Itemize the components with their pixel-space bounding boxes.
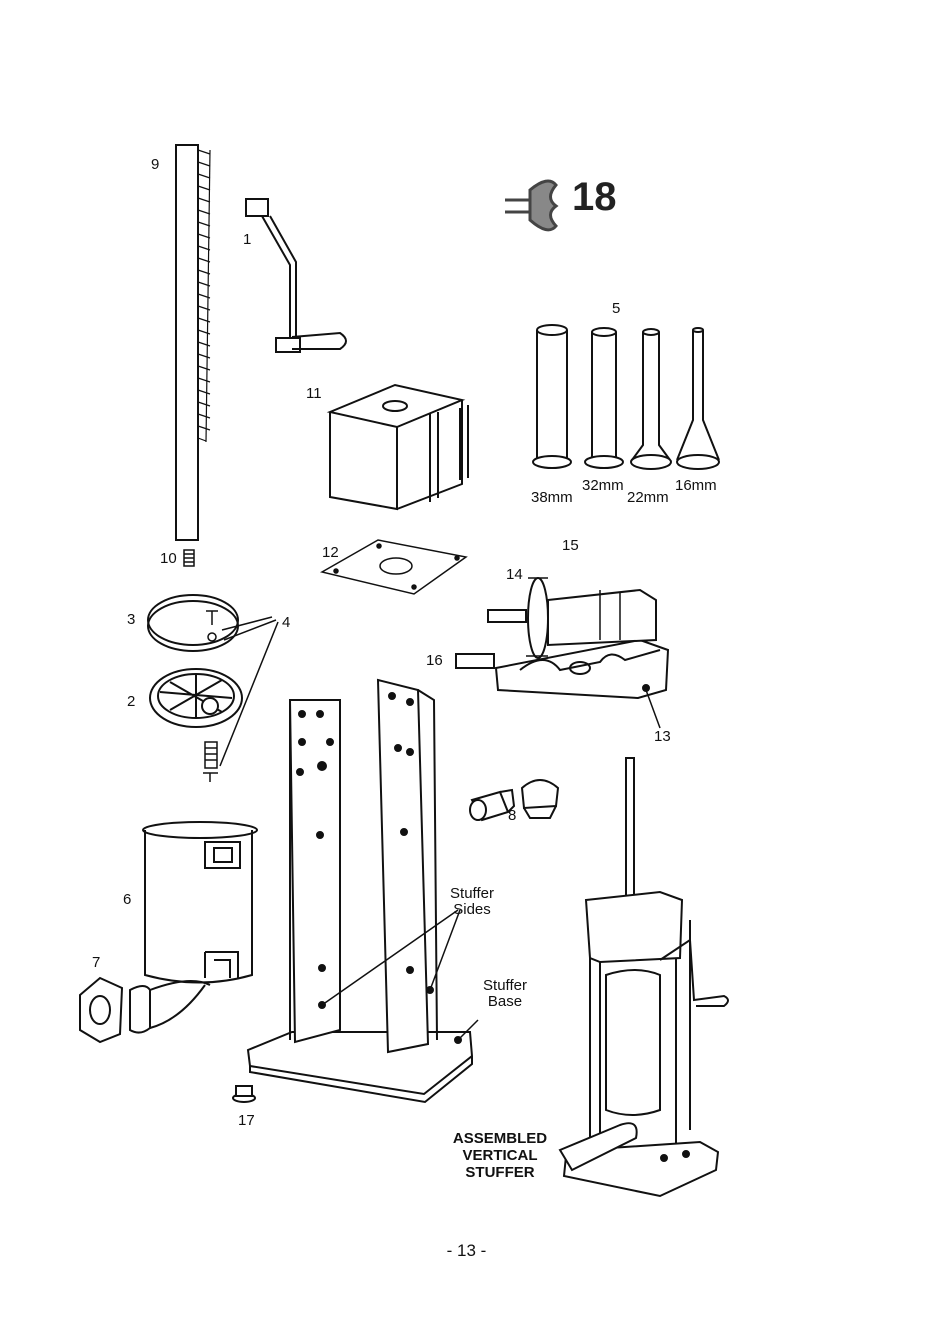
tube-size-38mm: 38mm [531,490,573,505]
label-part-16: 16 [426,653,443,668]
label-part-13: 13 [654,729,671,744]
part-17-foot [233,1086,255,1102]
part-6-cylinder [143,822,257,983]
label-part-3: 3 [127,612,135,627]
callout-assembled-vertical-stuffer: ASSEMBLED VERTICAL STUFFER [440,1130,560,1181]
label-part-9: 9 [151,157,159,172]
label-part-14: 14 [506,567,523,582]
label-part-7: 7 [92,955,100,970]
tube-size-32mm: 32mm [582,478,624,493]
label-part-8: 8 [508,808,516,823]
label-part-5: 5 [612,301,620,316]
label-part-15: 15 [562,538,579,553]
page-number: - 13 - [0,1241,933,1261]
label-part-6: 6 [123,892,131,907]
callout-stuffer-sides-line1: Stuffer [438,886,506,902]
part-11-cover [330,385,468,509]
part-5-stuffing-tubes [533,325,719,469]
callout-stuffer-base: Stuffer Base [470,978,540,1010]
callout-stuffer-sides-line2: Sides [438,902,506,918]
assembled-stuffer [560,758,728,1196]
label-part-12: 12 [322,545,339,560]
part-9-rack-rod [176,145,210,540]
callout-stuffer-sides: Stuffer Sides [438,886,506,918]
label-part-11: 11 [306,386,322,401]
callout-assembled-line2: VERTICAL [440,1147,560,1164]
callout-stuffer-base-line2: Base [470,994,540,1010]
callout-assembled-line3: STUFFER [440,1164,560,1181]
tube-size-22mm: 22mm [627,490,669,505]
part-1-crank-handle [246,199,346,352]
part-2-wheel-plate [150,669,242,727]
part-3-piston-disc [148,595,238,651]
part-7-outlet [80,978,210,1042]
part-13-16-gear-assembly [456,578,668,728]
tube-size-16mm: 16mm [675,478,717,493]
label-part-4: 4 [282,615,290,630]
part-10-spring [184,550,194,566]
label-part-17: 17 [238,1113,255,1128]
label-part-2: 2 [127,694,135,709]
label-part-1: 1 [243,232,251,247]
part-12-plate [322,540,466,594]
label-part-10: 10 [160,551,177,566]
callout-assembled-line1: ASSEMBLED [440,1130,560,1147]
callout-stuffer-base-line1: Stuffer [470,978,540,994]
label-part-18: 18 [572,177,617,217]
part-18-wing-nut [505,181,556,230]
